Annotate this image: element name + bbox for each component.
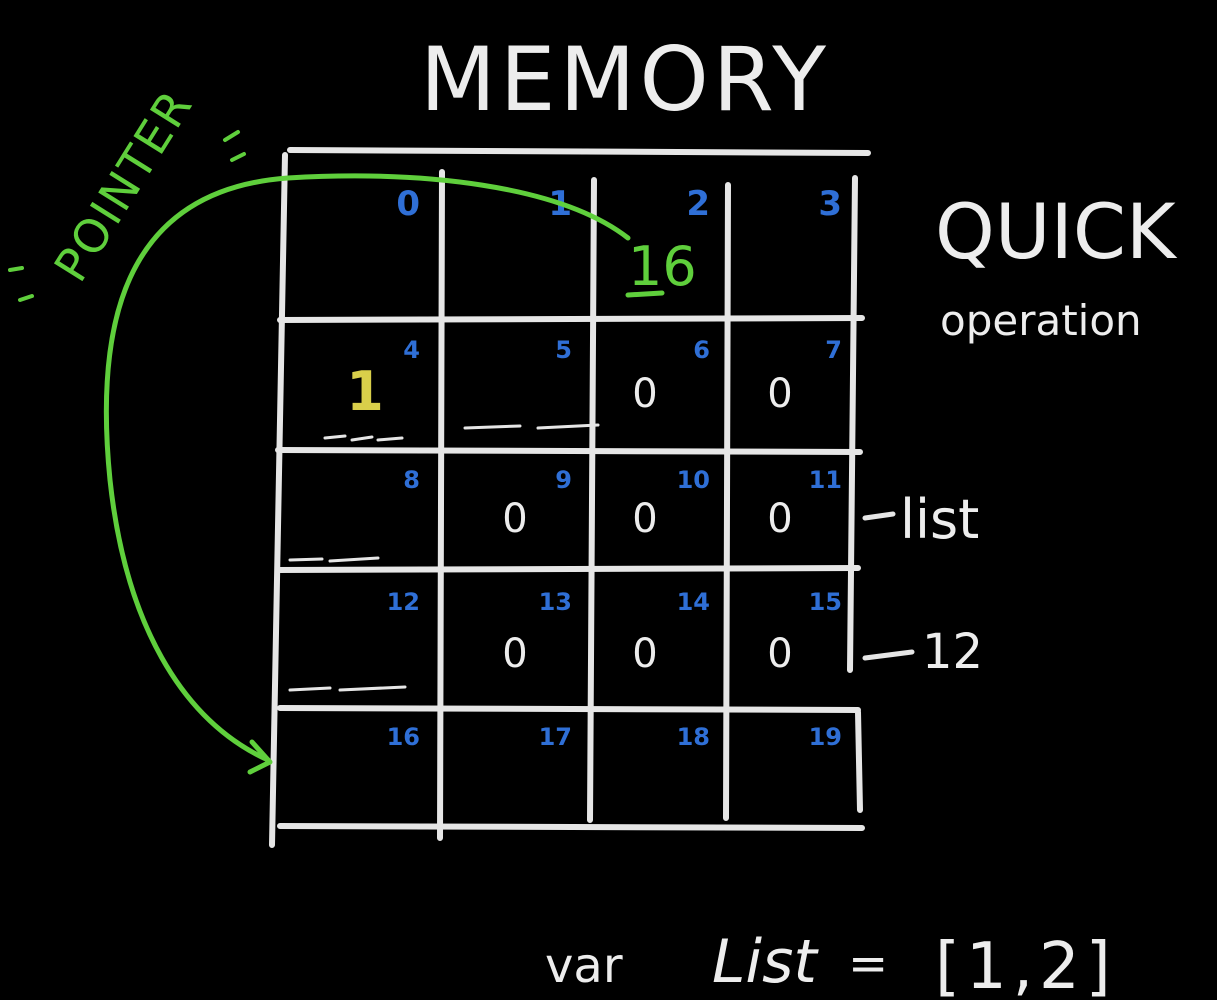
arrow-head-icon xyxy=(247,739,273,775)
pointer-dash-marks xyxy=(8,130,246,302)
code-variable-name: List xyxy=(712,927,819,997)
cell-index-16: 16 xyxy=(387,723,420,751)
cell-index-5: 5 xyxy=(555,336,572,364)
grid-col-line3 xyxy=(723,182,731,821)
code-operator: = xyxy=(848,936,888,992)
pointer-label: POINTER xyxy=(44,80,204,291)
grid-right-line xyxy=(847,175,858,673)
grid-top-line xyxy=(287,147,871,156)
grid-bottom-line xyxy=(277,823,865,831)
list-marker-label: list xyxy=(900,488,979,551)
target-underline xyxy=(625,290,665,298)
grid-line-row3 xyxy=(275,565,861,573)
grid-line-row1 xyxy=(277,315,865,323)
scribble-cell-5 xyxy=(463,423,600,430)
scribble-cell-8 xyxy=(288,556,380,563)
cell-value-9: 0 xyxy=(502,496,527,542)
grid-line-row4 xyxy=(277,705,861,713)
code-keyword: var xyxy=(545,938,623,994)
diagram-title: MEMORY xyxy=(420,28,830,131)
list-length-label: 12 xyxy=(922,624,983,680)
pointer-arrow xyxy=(8,130,665,775)
pointer-target-value: 16 xyxy=(628,235,697,298)
cell-index-8: 8 xyxy=(403,466,420,494)
memory-grid xyxy=(269,147,871,848)
side-title: QUICK xyxy=(935,187,1178,276)
grid-col-line2 xyxy=(587,177,597,823)
cell-scribbles xyxy=(288,423,600,692)
scribble-cell-4 xyxy=(323,434,404,442)
code-value: [1,2] xyxy=(935,930,1117,1000)
cell-index-4: 4 xyxy=(403,336,420,364)
cell-index-11: 11 xyxy=(809,466,842,494)
grid-right-line-bottom xyxy=(855,709,863,813)
scribble-cell-12 xyxy=(288,685,407,692)
cell-index-7: 7 xyxy=(825,336,842,364)
cell-value-4: 1 xyxy=(346,360,384,423)
cell-value-13: 0 xyxy=(502,631,527,677)
cell-index-18: 18 xyxy=(677,723,710,751)
cell-index-17: 17 xyxy=(539,723,572,751)
cell-index-13: 13 xyxy=(539,588,572,616)
cell-index-0: 0 xyxy=(396,184,420,224)
cell-index-3: 3 xyxy=(818,184,842,224)
cell-index-2: 2 xyxy=(686,184,710,224)
cell-value-10: 0 xyxy=(632,496,657,542)
side-subtitle: operation xyxy=(940,296,1142,345)
grid-line-row2 xyxy=(275,447,863,455)
cell-index-6: 6 xyxy=(693,336,710,364)
cell-index-15: 15 xyxy=(809,588,842,616)
cell-value-7: 0 xyxy=(767,371,792,417)
cell-index-10: 10 xyxy=(677,466,710,494)
cell-index-19: 19 xyxy=(809,723,842,751)
cell-value-14: 0 xyxy=(632,631,657,677)
cell-index-14: 14 xyxy=(677,588,710,616)
cell-value-15: 0 xyxy=(767,631,792,677)
cell-value-11: 0 xyxy=(767,496,792,542)
grid-col-line1 xyxy=(437,169,445,841)
cell-index-9: 9 xyxy=(555,466,572,494)
list-markers xyxy=(862,511,915,661)
cell-index-12: 12 xyxy=(387,588,420,616)
grid-left-line xyxy=(269,152,288,848)
list-arrow-icon xyxy=(862,511,896,521)
cell-value-6: 0 xyxy=(632,371,657,417)
length-arrow-icon xyxy=(862,649,915,661)
